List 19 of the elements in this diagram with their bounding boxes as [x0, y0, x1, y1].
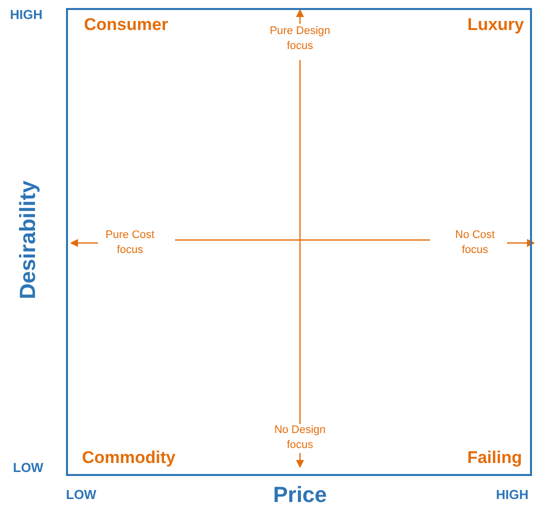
quadrant-title: Luxury [467, 15, 524, 35]
arrow [296, 9, 304, 24]
arrow [296, 453, 304, 468]
focus-label: Pure Design focus [268, 24, 332, 54]
quadrant-title: Commodity [82, 448, 176, 468]
axis-label: LOW [13, 460, 44, 475]
focus-label: No Design focus [268, 423, 332, 453]
quadrant-title: Consumer [84, 15, 168, 35]
arrow [507, 239, 535, 247]
quadrant-frame [66, 8, 532, 476]
axis-label: HIGH [496, 487, 528, 502]
focus-label: Pure Cost focus [98, 228, 162, 258]
arrow [70, 239, 98, 247]
quadrant-title: Failing [467, 448, 522, 468]
axis-title: Price [273, 482, 327, 506]
axis-label: LOW [66, 487, 96, 502]
axis-title: Desirability [15, 180, 41, 300]
axis-label: HIGH [10, 7, 42, 22]
focus-label: No Cost focus [443, 228, 507, 258]
